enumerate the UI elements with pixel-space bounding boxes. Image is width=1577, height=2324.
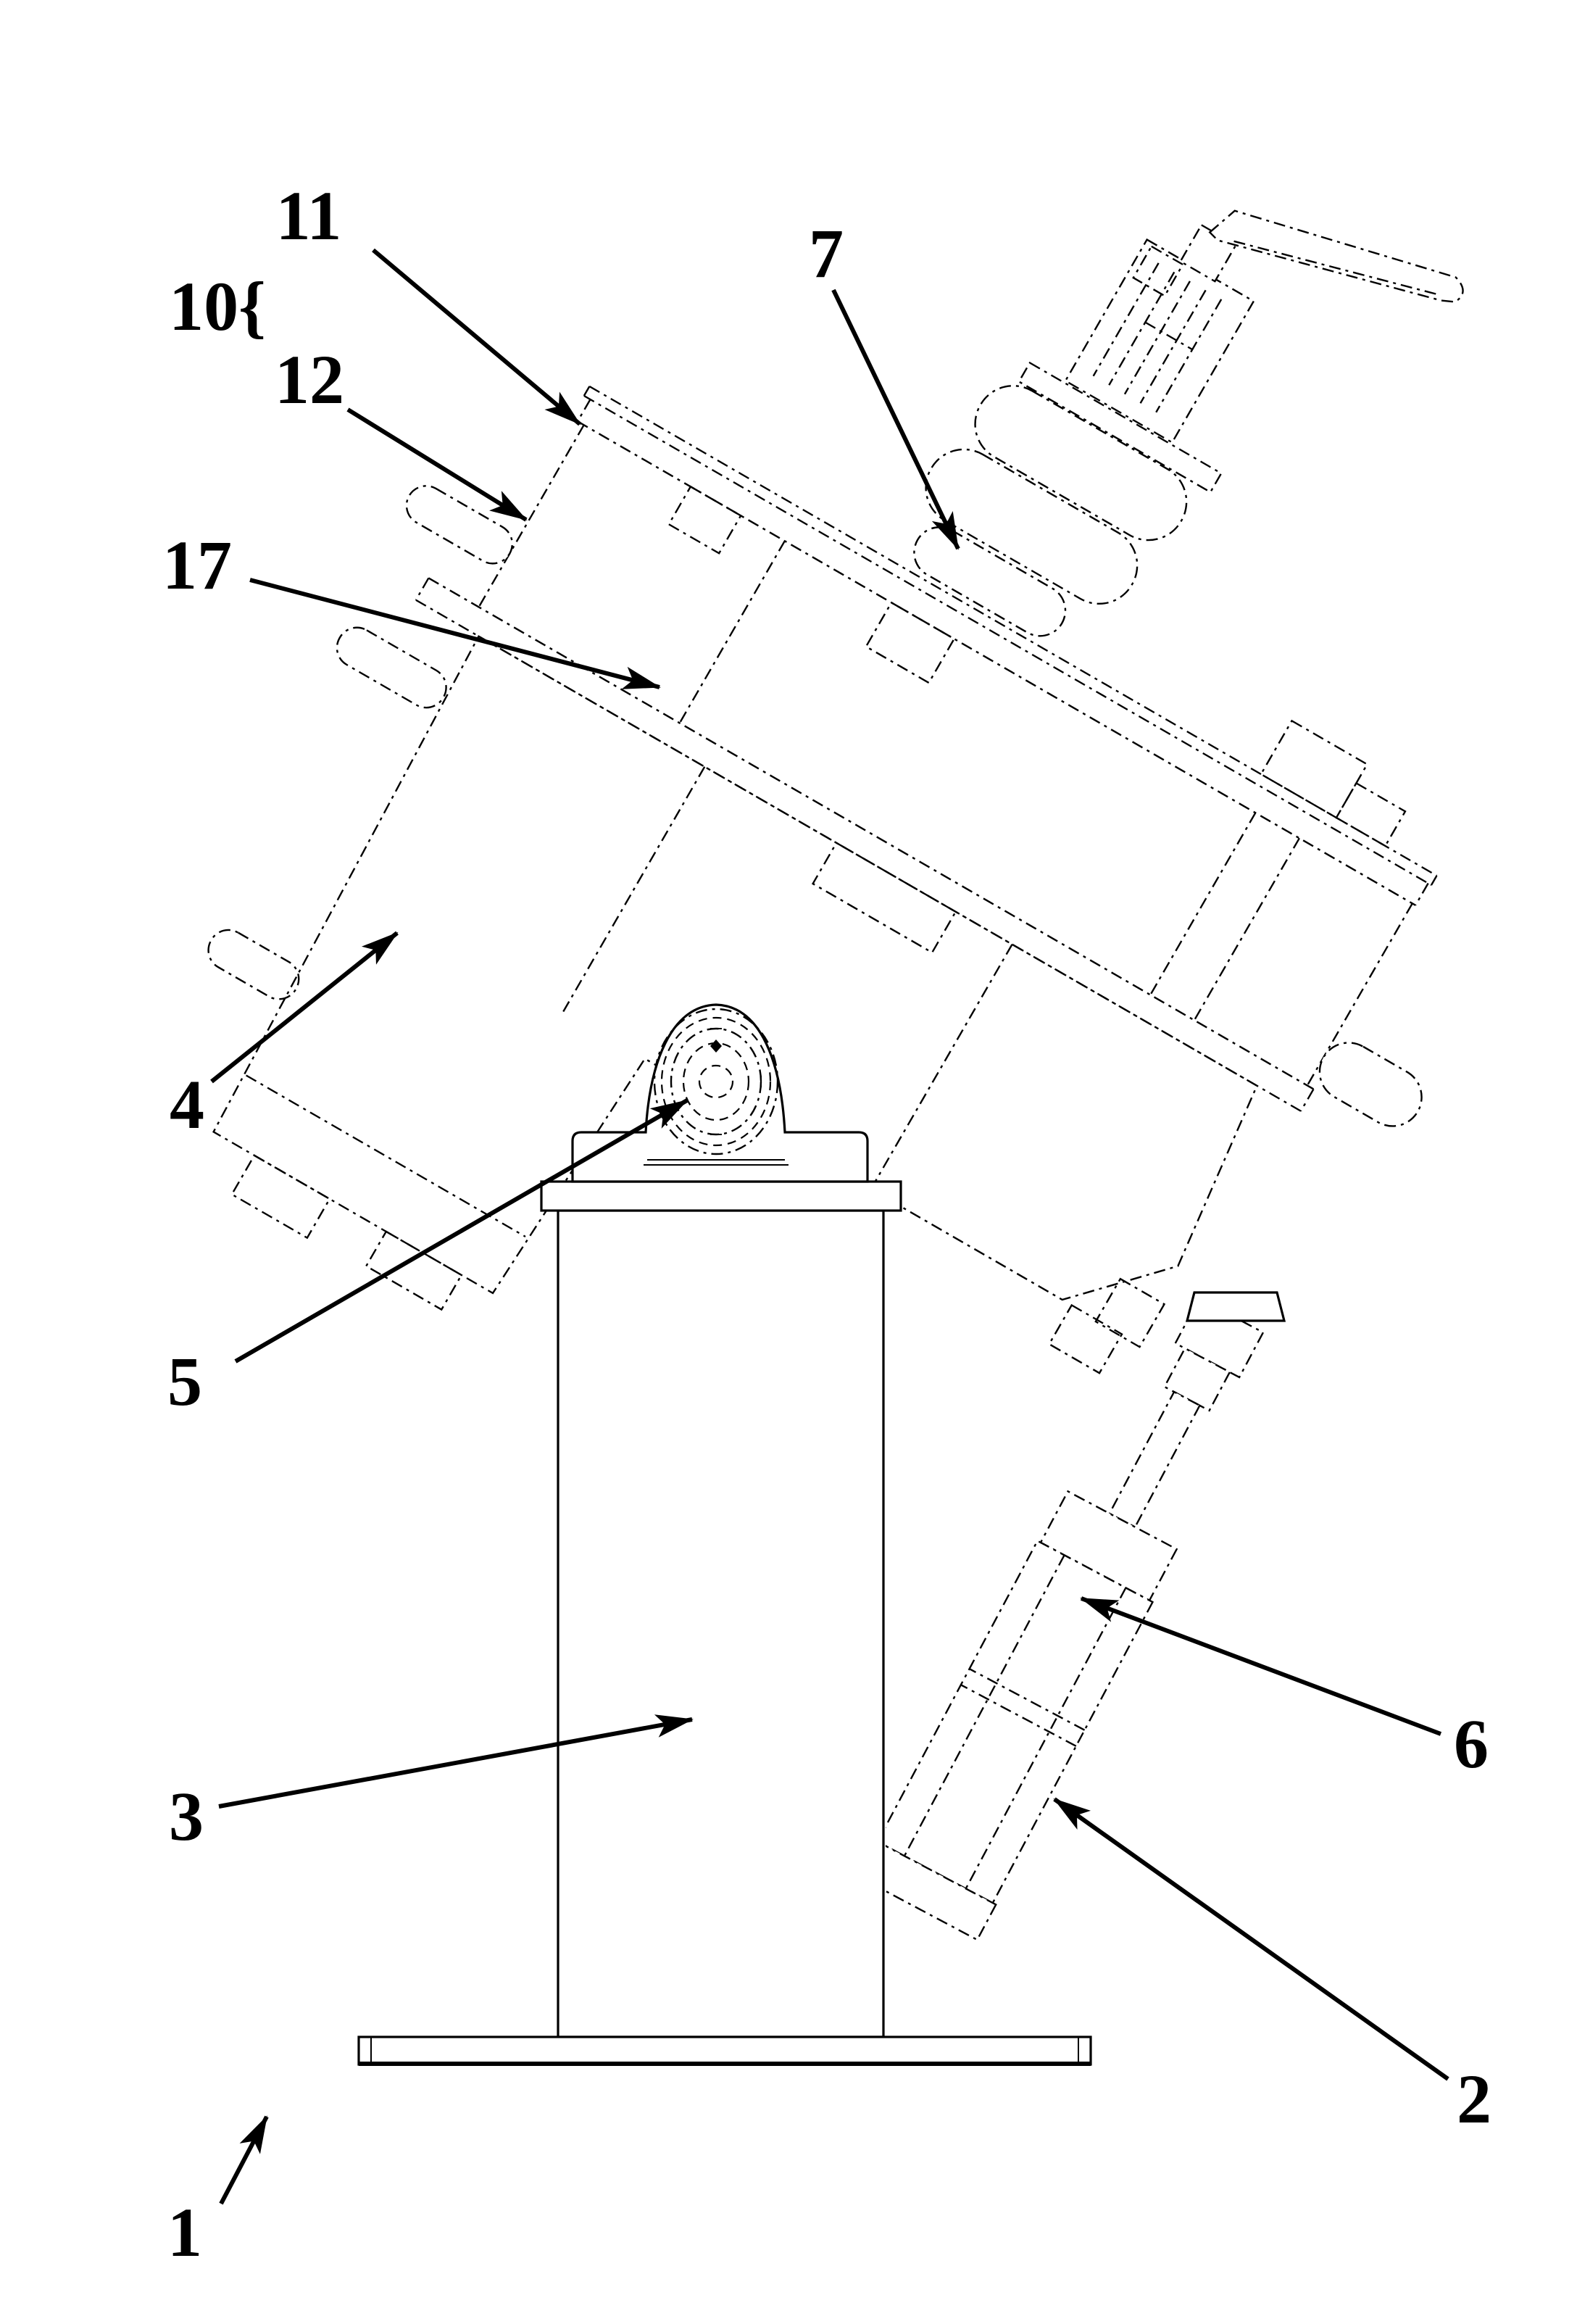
- ref-label-12: 12: [275, 341, 344, 418]
- pivot-bearing: [571, 1003, 869, 1183]
- ref-label-4: 4: [170, 1066, 204, 1143]
- ref-label-17: 17: [162, 526, 232, 604]
- leader-arrow-7: [831, 289, 960, 550]
- ref-label-10: 10{: [169, 267, 266, 345]
- leader-arrow-2: [1053, 1797, 1449, 2081]
- actuator-bracket: [1185, 1291, 1286, 1322]
- pedestal-column: [557, 1209, 885, 2038]
- ref-label-2: 2: [1457, 2060, 1491, 2138]
- center-mark: [710, 1039, 722, 1053]
- actuator-body: [886, 1539, 1154, 1904]
- actuator-endcap: [886, 1838, 997, 1941]
- box-foot: [230, 1154, 331, 1240]
- actuator-head: [1039, 1490, 1178, 1602]
- top-plate: [576, 385, 1438, 906]
- ref-label-11: 11: [276, 177, 342, 254]
- leader-arrow-3: [218, 1714, 694, 1809]
- bellows-valve-assembly: [913, 209, 1464, 637]
- base-plate: [357, 2035, 1092, 2066]
- actuator-rod: [1108, 1390, 1202, 1529]
- left-upper-pin: [405, 485, 513, 565]
- tilted-machine-body: [207, 209, 1464, 1374]
- leader-arrow-6: [1080, 1596, 1442, 1736]
- bellows-lobe: [974, 385, 1188, 541]
- leader-arrow-5: [234, 1098, 688, 1364]
- pedestal-flange: [540, 1180, 902, 1212]
- end-clevis: [1048, 1303, 1123, 1374]
- top-right-block: [1335, 781, 1407, 847]
- ref-label-3: 3: [169, 1777, 204, 1855]
- ref-label-6: 6: [1454, 1705, 1489, 1783]
- leader-arrow-4: [210, 931, 399, 1084]
- left-deep-pin: [207, 929, 300, 1000]
- bellows-lobe: [913, 526, 1067, 637]
- valve-block: [1064, 238, 1255, 444]
- top-right-block: [1260, 719, 1369, 819]
- ref-label-5: 5: [167, 1342, 202, 1420]
- bearing-housing: [571, 1003, 869, 1183]
- tilt-actuator: [886, 1297, 1265, 1941]
- end-clevis: [1094, 1277, 1166, 1348]
- hand-lever: [1208, 209, 1464, 303]
- leader-arrow-17: [249, 578, 661, 689]
- left-lower-pin: [336, 626, 447, 709]
- leader-arrow-1: [219, 2115, 269, 2205]
- ref-label-1: 1: [167, 2194, 202, 2271]
- valve-flange: [1018, 361, 1223, 494]
- box-foot: [365, 1230, 463, 1311]
- right-pin: [1318, 1042, 1423, 1127]
- pedestal: [357, 1180, 1092, 2066]
- ref-label-7: 7: [809, 215, 844, 292]
- leader-arrow-12: [346, 407, 528, 522]
- leader-arrow-11: [372, 248, 581, 426]
- bellows-lobe: [925, 448, 1139, 605]
- actuator-clip: [886, 1297, 1265, 1941]
